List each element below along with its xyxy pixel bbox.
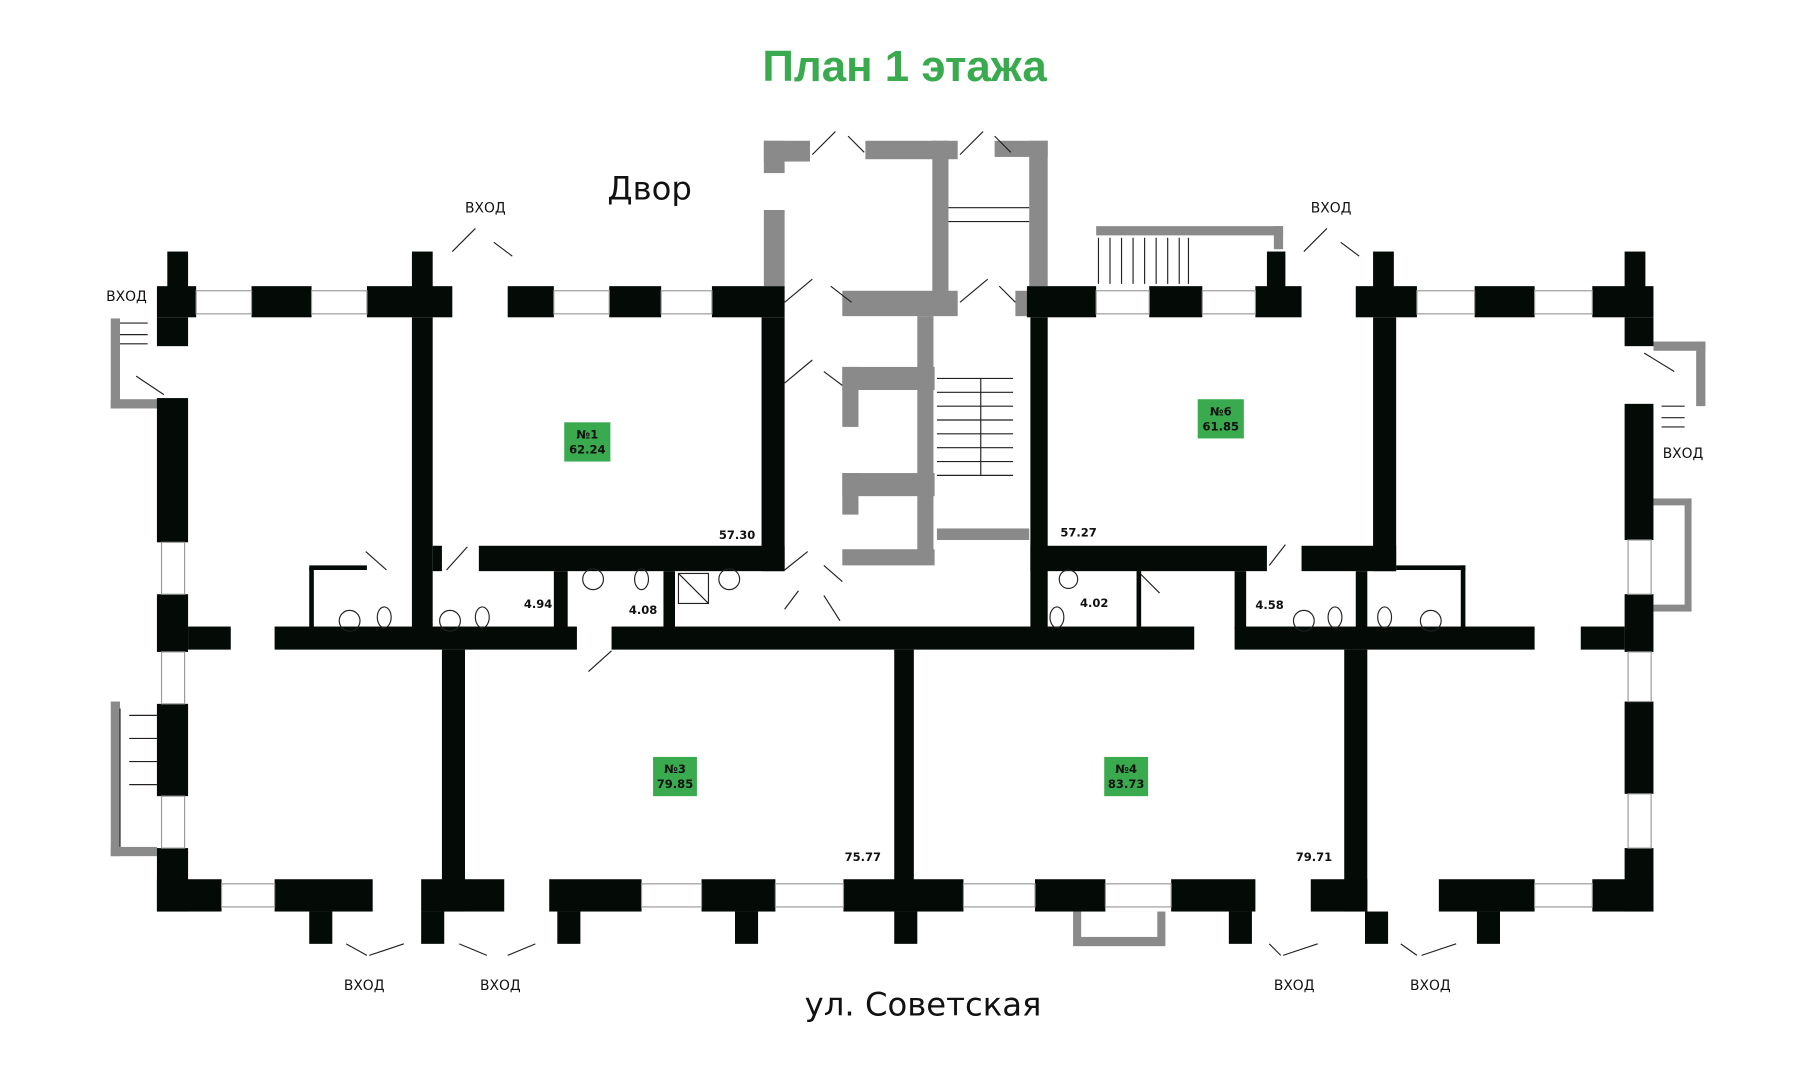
- room-area: 57.30: [719, 528, 755, 542]
- svg-text:62.24: 62.24: [569, 442, 605, 456]
- unit-badge-4[interactable]: №4 83.73: [1104, 756, 1149, 797]
- svg-text:61.85: 61.85: [1203, 419, 1239, 433]
- room-area: 4.58: [1255, 598, 1283, 612]
- room-area: 57.27: [1060, 526, 1096, 540]
- room-area-labels: 57.30 57.27 75.77 79.71 4.94 4.08 4.02 4…: [524, 526, 1332, 864]
- svg-text:№4: №4: [1115, 762, 1137, 776]
- svg-text:№1: №1: [576, 427, 598, 441]
- svg-text:№3: №3: [664, 762, 686, 776]
- svg-text:№6: №6: [1210, 404, 1232, 418]
- svg-text:79.85: 79.85: [657, 777, 693, 791]
- entrance-labels: ВХОД ВХОД ВХОД ВХОД ВХОД ВХОД ВХОД ВХОД: [106, 200, 1703, 994]
- entrance-label: ВХОД: [465, 200, 506, 216]
- entrance-label: ВХОД: [1410, 978, 1451, 994]
- courtyard-label: Двор: [607, 170, 692, 208]
- street-label: ул. Советская: [805, 985, 1042, 1023]
- unit-badge-3[interactable]: №3 79.85: [653, 756, 697, 797]
- room-area: 4.02: [1080, 596, 1108, 610]
- svg-text:83.73: 83.73: [1108, 777, 1144, 791]
- stairwell: [110, 131, 1706, 956]
- walls: [156, 251, 1654, 944]
- entrance-label: ВХОД: [1311, 200, 1352, 216]
- entrance-label: ВХОД: [1663, 446, 1704, 462]
- entrance-label: ВХОД: [480, 978, 521, 994]
- room-area: 4.94: [524, 597, 552, 611]
- sanitary-fixtures: [338, 568, 1442, 632]
- plan-title: План 1 этажа: [762, 42, 1047, 91]
- entrance-label: ВХОД: [344, 978, 385, 994]
- windows: [160, 290, 1652, 908]
- room-area: 79.71: [1296, 850, 1332, 864]
- entrance-label: ВХОД: [1274, 978, 1315, 994]
- room-area: 75.77: [845, 850, 881, 864]
- entrance-label: ВХОД: [106, 289, 147, 305]
- unit-badge-6[interactable]: №6 61.85: [1197, 399, 1244, 439]
- room-area: 4.08: [629, 603, 657, 617]
- unit-badge-1[interactable]: №1 62.24: [564, 422, 611, 462]
